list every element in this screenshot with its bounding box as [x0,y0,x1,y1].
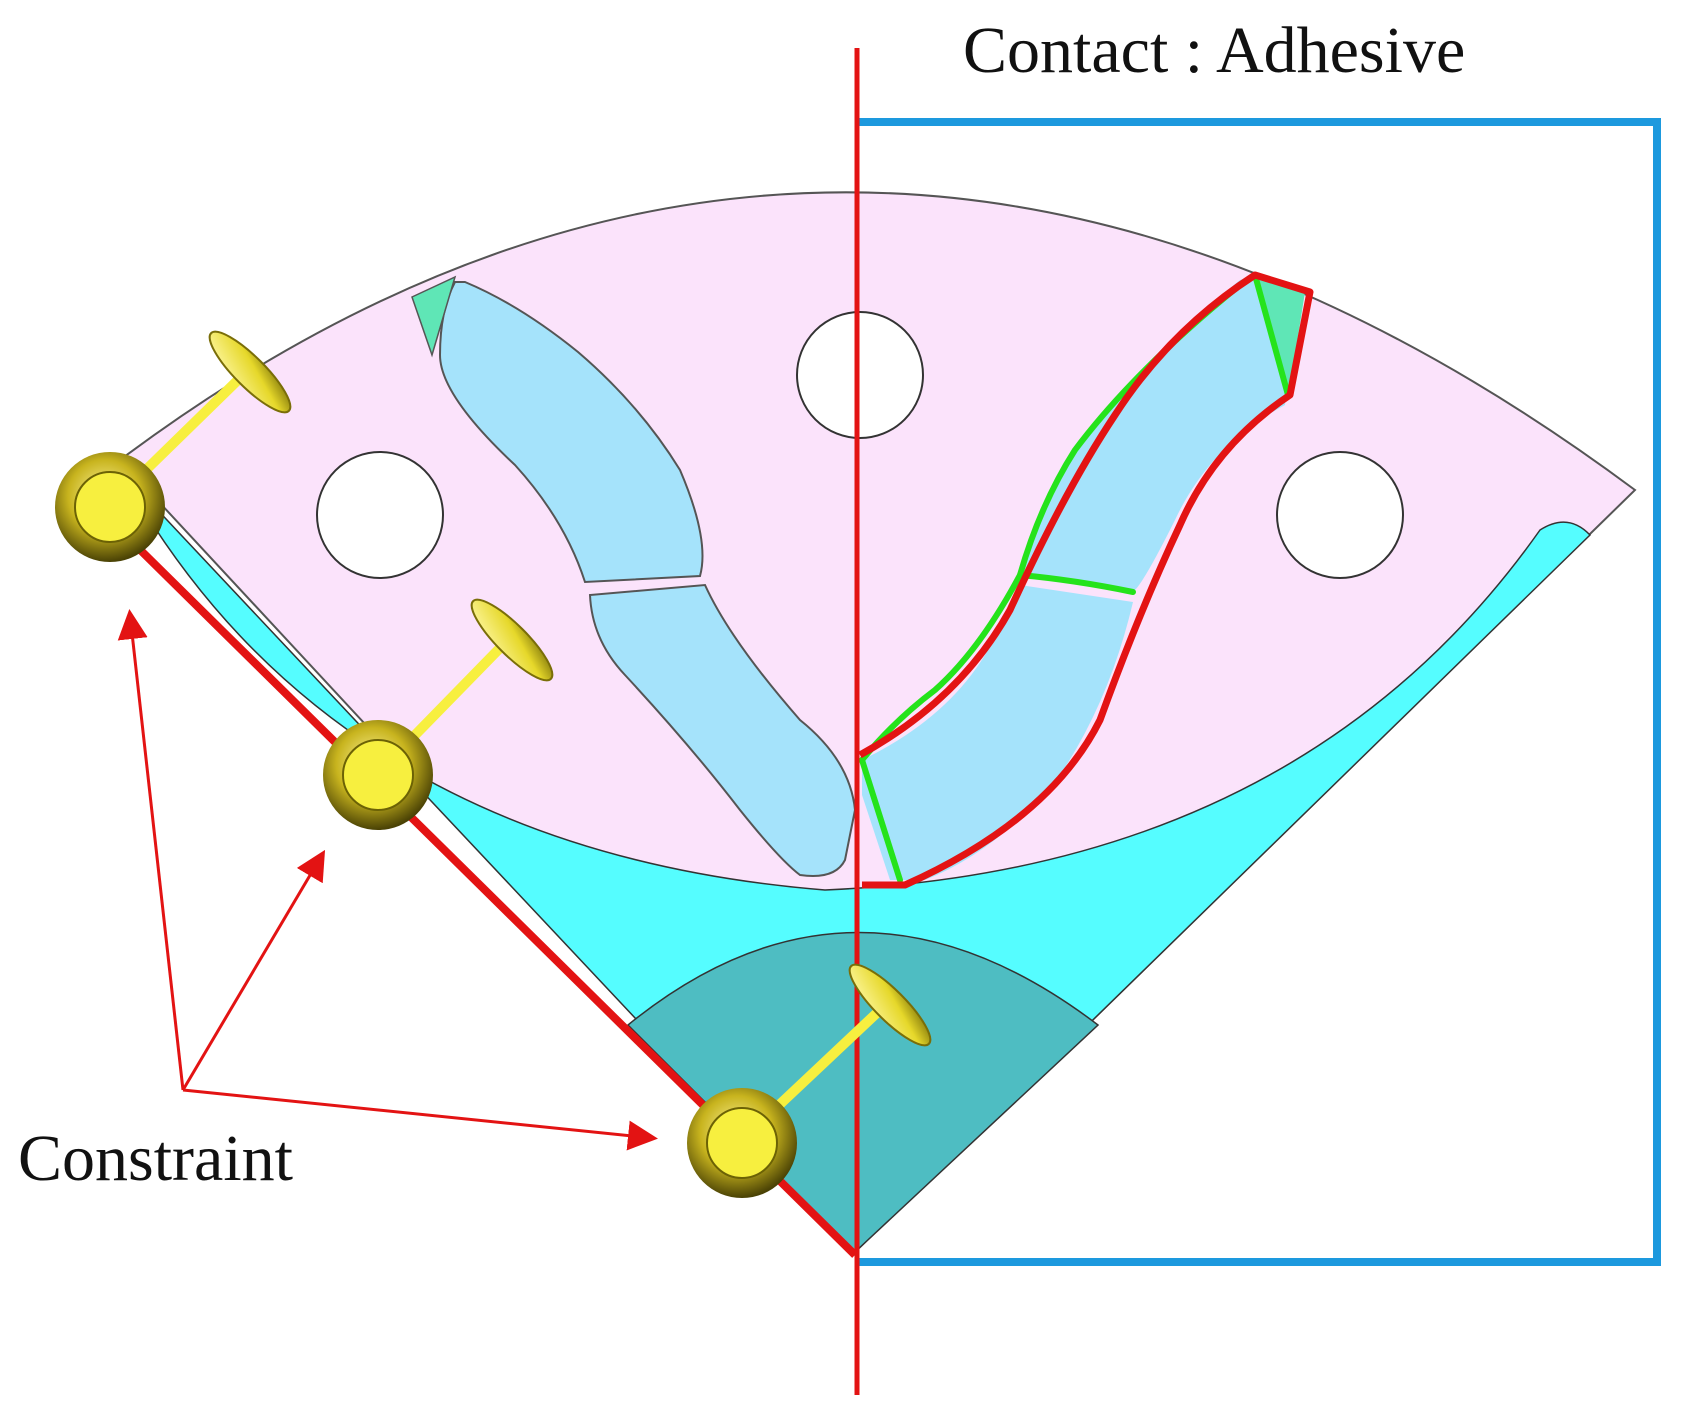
magnet-right-lower [862,585,1133,880]
constraint-arrows [117,609,658,1151]
rotor-hole-left [316,451,444,579]
rotor-core-sector [118,191,1637,1254]
flux-barrier-tip-left [411,275,457,358]
contact-region-frame [857,118,1661,1266]
displacement-constraint-icon [55,330,292,562]
contact-boundary-outline [858,271,1314,889]
constraint-label: Constraint [18,1122,293,1195]
rotor-hole-center [796,311,924,439]
arrow-icon [181,849,326,1091]
rotor-hole-right [1276,451,1404,579]
magnet-right-upper [1020,275,1290,590]
magnet-left-lower [588,583,857,877]
contact-label: Contact : Adhesive [963,14,1465,87]
arrow-icon [182,1088,658,1151]
displacement-constraint-icon [323,598,554,830]
displacement-constraint-icon [687,963,932,1198]
magnet-left-upper [438,281,704,584]
adhesive-contact-interfaces [859,272,1291,883]
arrow-icon [117,609,185,1091]
shaft-region [626,931,1100,1254]
